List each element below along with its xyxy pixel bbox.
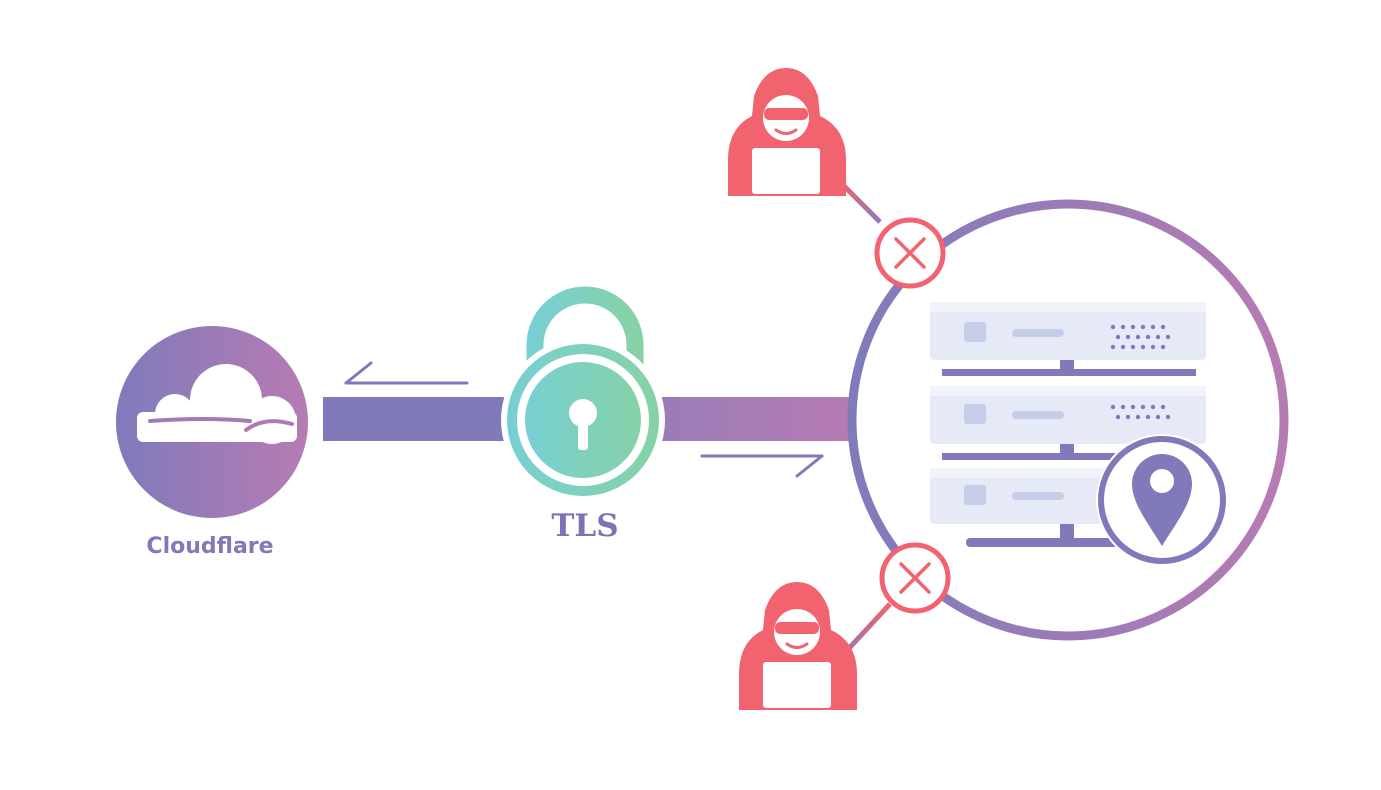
server-rack-icon	[930, 302, 1206, 547]
location-pin-icon	[1096, 434, 1228, 566]
arrow-left-icon	[344, 361, 469, 385]
hooded-hacker-icon	[728, 68, 846, 196]
connection-bar-right	[662, 397, 856, 441]
connection-bar-left	[323, 397, 505, 441]
padlock-icon	[501, 286, 665, 502]
cloudflare-label: Cloudflare	[146, 534, 274, 559]
hooded-hacker-icon	[739, 582, 857, 710]
cloudflare-node	[110, 320, 314, 524]
cross-circle-icon	[879, 542, 951, 614]
arrow-right-icon	[700, 454, 824, 478]
cross-circle-icon	[874, 217, 946, 289]
tls-label: TLS	[551, 508, 619, 544]
